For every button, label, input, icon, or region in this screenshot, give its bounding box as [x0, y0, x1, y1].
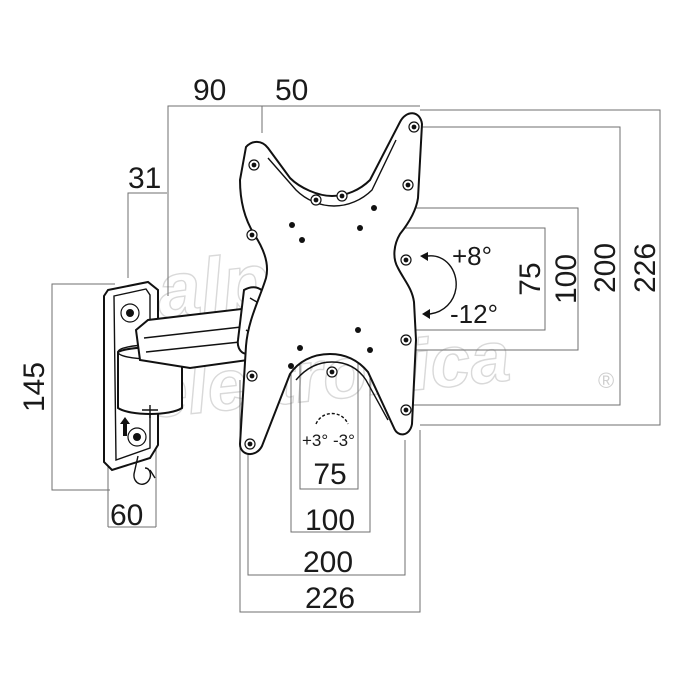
dim-wall-plate-height: 145 — [18, 362, 51, 412]
registered-mark: ® — [598, 368, 614, 393]
tilt-down-label: -12° — [450, 299, 498, 329]
tilt-up-label: +8° — [452, 241, 492, 271]
dim-arm-depth-b: 50 — [275, 74, 308, 107]
dim-plate-height: 226 — [629, 243, 662, 293]
dim-plate-width: 226 — [305, 582, 355, 615]
dimension-lines — [51, 105, 661, 613]
dim-wall-plate-width: 60 — [110, 499, 143, 532]
up-arrow-icon — [120, 417, 130, 436]
swivel-indicator: +3° -3° — [302, 412, 355, 450]
dim-vesa-h-medium: 100 — [305, 504, 355, 537]
swivel-right-label: -3° — [333, 431, 355, 450]
dim-vesa-h-large: 200 — [303, 546, 353, 579]
dimension-labels: 90 50 31 145 60 75 100 200 226 75 100 20… — [18, 74, 662, 615]
swivel-left-label: +3° — [302, 431, 328, 450]
dim-vesa-v-small: 75 — [514, 262, 547, 295]
safety-hook-icon — [133, 455, 152, 485]
tilt-arc-icon — [427, 255, 457, 315]
vesa-plate — [238, 112, 424, 455]
dim-vesa-v-medium: 100 — [550, 254, 583, 304]
tilt-indicator: +8° -12° — [420, 241, 498, 329]
dim-arm-depth-a: 90 — [193, 74, 226, 107]
dim-vesa-h-small: 75 — [313, 458, 346, 491]
dim-vesa-v-large: 200 — [589, 243, 622, 293]
dim-wall-offset: 31 — [128, 162, 161, 195]
swivel-arc-icon — [315, 412, 349, 425]
